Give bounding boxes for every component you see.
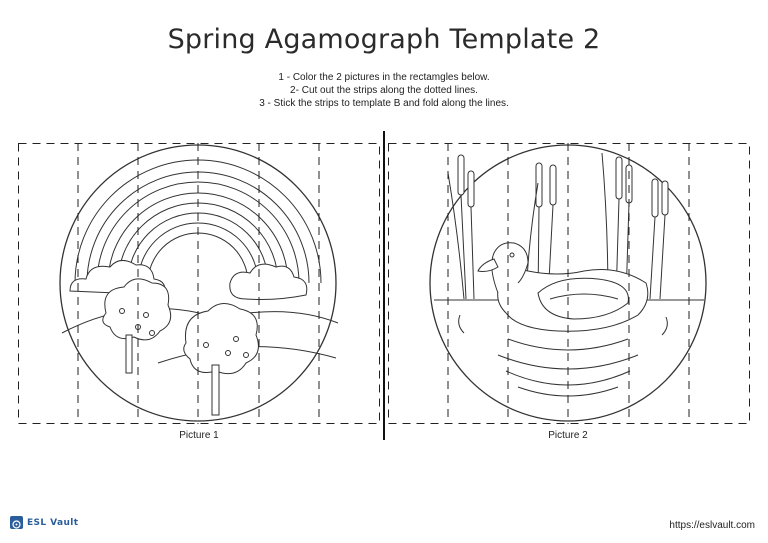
duck-scene-illustration bbox=[388, 143, 750, 424]
website-link[interactable]: https://eslvault.com bbox=[669, 520, 755, 531]
picture-1-panel bbox=[18, 143, 380, 425]
picture-1-caption: Picture 1 bbox=[179, 430, 219, 441]
instruction-step-1: 1 - Color the 2 pictures in the rectamgl… bbox=[278, 72, 490, 83]
rainbow-scene-illustration bbox=[18, 143, 380, 424]
picture-2-caption: Picture 2 bbox=[548, 430, 588, 441]
esl-vault-logo[interactable]: ESL Vault bbox=[10, 516, 78, 529]
instruction-step-3: 3 - Stick the strips to template B and f… bbox=[259, 98, 509, 109]
vault-icon bbox=[10, 516, 23, 529]
picture-2-panel bbox=[388, 143, 750, 425]
center-divider-line bbox=[383, 131, 385, 440]
logo-text: ESL Vault bbox=[27, 517, 79, 528]
instruction-step-2: 2- Cut out the strips along the dotted l… bbox=[290, 85, 478, 96]
page-title: Spring Agamograph Template 2 bbox=[167, 24, 601, 55]
instructions: 1 - Color the 2 pictures in the rectamgl… bbox=[0, 71, 768, 110]
